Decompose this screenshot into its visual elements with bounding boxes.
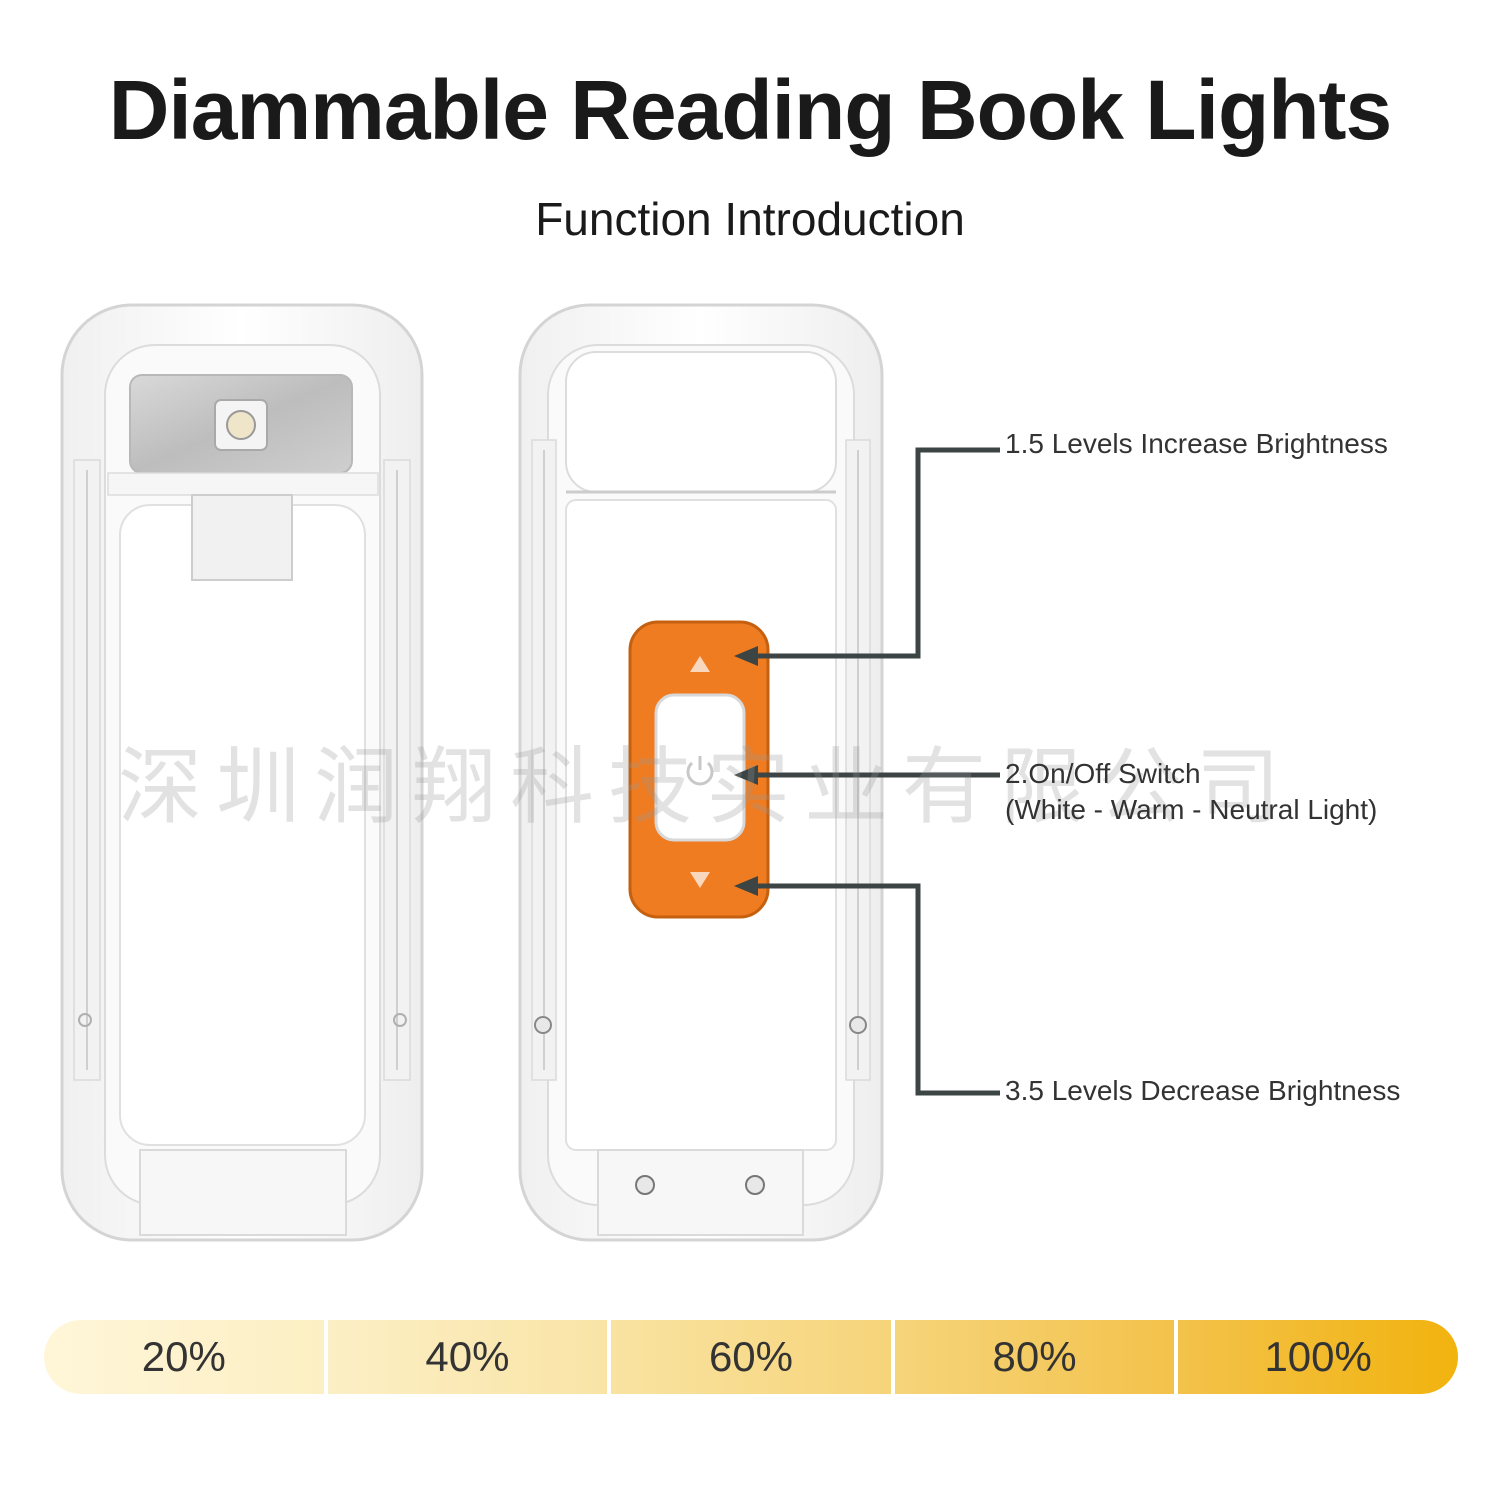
brightness-level-60: 60% (611, 1320, 895, 1394)
label-light-modes: (White - Warm - Neutral Light) (1005, 794, 1378, 825)
watermark-text: 深圳润翔科技实业有限公司 (118, 738, 1295, 836)
page-subtitle: Function Introduction (535, 193, 965, 245)
brightness-level-100: 100% (1178, 1320, 1458, 1394)
label-increase-brightness: 1.5 Levels Increase Brightness (1005, 428, 1388, 459)
brightness-level-20: 20% (44, 1320, 328, 1394)
book-light-back-view (60, 303, 424, 1242)
product-illustration (60, 303, 1000, 1242)
callout-line-decrease (734, 876, 1000, 1096)
label-on-off-switch: 2.On/Off Switch (1005, 758, 1201, 789)
callout-line-increase (734, 447, 1000, 666)
brightness-level-40: 40% (327, 1320, 612, 1394)
page-title: Diammable Reading Book Lights (108, 63, 1393, 157)
callout-line-switch (734, 765, 1000, 785)
label-decrease-brightness: 3.5 Levels Decrease Brightness (1005, 1075, 1401, 1106)
brightness-level-bar: 20% 40% 60% 80% 100% (44, 1320, 1458, 1394)
arrow-down-icon[interactable] (690, 872, 710, 888)
arrow-up-icon[interactable] (690, 656, 710, 672)
power-icon[interactable] (686, 756, 714, 786)
brightness-level-80: 80% (894, 1320, 1179, 1394)
